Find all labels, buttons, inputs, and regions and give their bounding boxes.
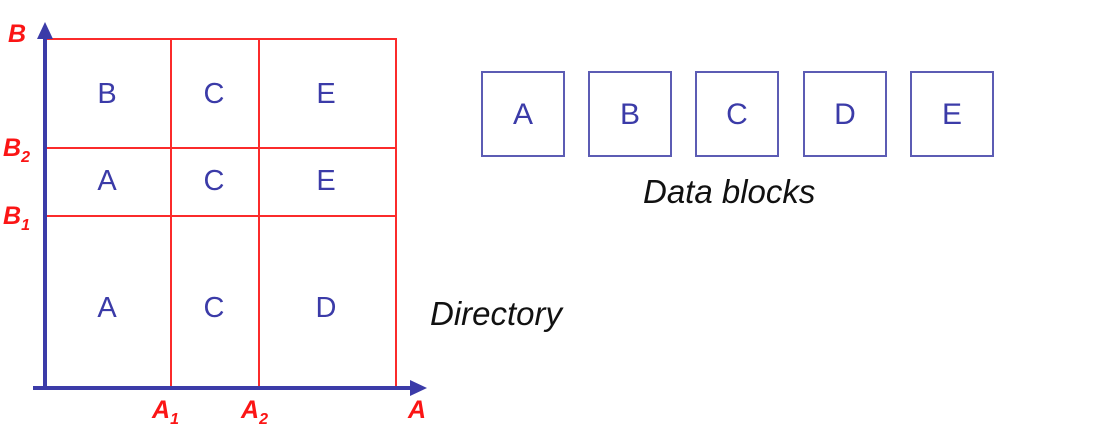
- grid-cell-r2c0-text: A: [97, 292, 117, 324]
- y-axis: [43, 36, 47, 388]
- grid-cell-r0c1: C: [194, 80, 234, 109]
- grid-border-top: [43, 38, 396, 40]
- data-block-c-label: C: [726, 98, 748, 131]
- x-axis-arrow-icon: [410, 380, 427, 396]
- grid-cell-r1c0: A: [87, 167, 127, 196]
- grid-cell-r2c1-text: C: [203, 292, 225, 324]
- grid-line-a2: [258, 38, 260, 386]
- grid-cell-r1c1: C: [194, 167, 234, 196]
- grid-cell-r1c1-text: C: [203, 165, 225, 197]
- y-tick-b1-sub: 1: [21, 217, 30, 234]
- grid-line-b2: [43, 147, 396, 149]
- grid-cell-r0c2-text: E: [316, 78, 336, 110]
- grid-line-a1: [170, 38, 172, 386]
- grid-cell-r2c1: C: [194, 294, 234, 323]
- grid-cell-r0c1-text: C: [203, 78, 225, 110]
- grid-cell-r2c0: A: [87, 294, 127, 323]
- x-tick-a1-base: A: [152, 396, 171, 424]
- data-blocks-figure: A B C D E: [470, 55, 1030, 235]
- data-block-c[interactable]: C: [695, 71, 779, 157]
- grid-cell-r2c2: D: [306, 294, 346, 323]
- x-tick-a2-sub: 2: [259, 411, 268, 428]
- y-tick-label-b1: B1: [3, 202, 30, 234]
- data-block-a-label: A: [512, 98, 533, 131]
- data-block-d[interactable]: D: [803, 71, 887, 157]
- y-tick-label-b2: B2: [3, 134, 30, 166]
- data-blocks-caption: Data blocks: [643, 175, 815, 208]
- grid-cell-r2c2-text: D: [315, 292, 337, 324]
- grid-cell-r0c2: E: [306, 80, 346, 109]
- grid-cell-r0c0-text: B: [97, 78, 117, 110]
- grid-line-b1: [43, 215, 396, 217]
- grid-cell-r1c0-text: A: [97, 165, 117, 197]
- data-block-b-label: B: [619, 98, 640, 131]
- y-tick-b1-base: B: [3, 202, 22, 230]
- grid-cell-r0c0: B: [87, 80, 127, 109]
- data-block-e[interactable]: E: [910, 71, 994, 157]
- y-tick-b2-sub: 2: [21, 149, 30, 166]
- y-tick-b2-base: B: [3, 134, 22, 162]
- data-block-a[interactable]: A: [481, 71, 565, 157]
- grid-cell-r1c2: E: [306, 167, 346, 196]
- x-tick-a1-sub: 1: [170, 411, 179, 428]
- y-axis-label: B: [8, 22, 26, 47]
- data-block-d-label: D: [834, 98, 856, 131]
- y-axis-arrow-icon: [37, 22, 53, 39]
- grid-border-right: [395, 38, 397, 386]
- x-tick-label-a1: A1: [152, 396, 179, 428]
- x-axis-label-text: A: [408, 396, 427, 424]
- directory-caption: Directory: [430, 297, 562, 330]
- data-block-e-label: E: [941, 98, 962, 131]
- data-blocks-caption-text: Data blocks: [643, 173, 816, 210]
- x-tick-label-a2: A2: [241, 396, 268, 428]
- directory-figure: B A B2 B1 A1 A2 B C E A C E A C D: [0, 0, 440, 444]
- x-axis: [33, 386, 412, 390]
- data-block-b[interactable]: B: [588, 71, 672, 157]
- x-axis-label: A: [408, 398, 426, 423]
- x-tick-a2-base: A: [241, 396, 260, 424]
- y-axis-label-text: B: [8, 20, 27, 48]
- grid-cell-r1c2-text: E: [316, 165, 336, 197]
- directory-caption-text: Directory: [430, 295, 563, 332]
